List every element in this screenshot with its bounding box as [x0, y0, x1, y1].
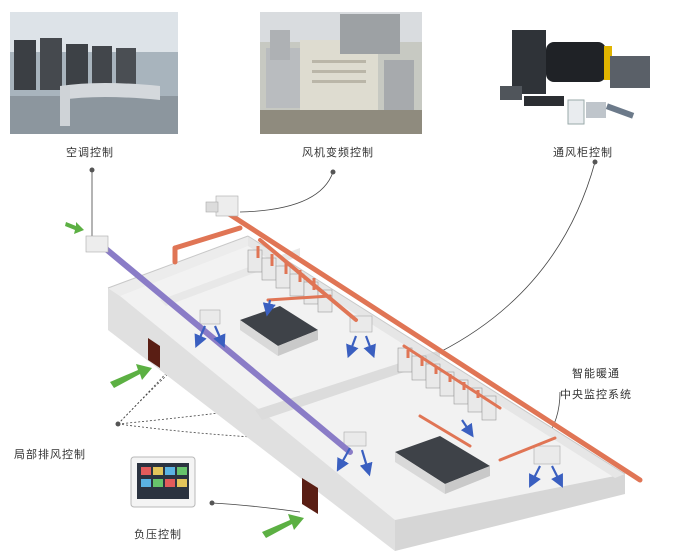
airflow-arrows	[194, 299, 563, 488]
photo-ac-units	[10, 12, 178, 134]
photo-cabinet-devices	[500, 30, 650, 125]
exhaust-duct	[172, 209, 643, 483]
label-fan-control: 风机变频控制	[302, 146, 374, 159]
label-local-exhaust: 局部排风控制	[14, 448, 86, 461]
lab-bench-lower	[395, 436, 490, 494]
entry-arrows	[65, 222, 304, 538]
building-floor	[107, 235, 626, 551]
label-hvac-line2: 中央监控系统	[560, 388, 632, 401]
supply-inlet-box	[85, 235, 109, 253]
air-units	[199, 309, 561, 465]
exhaust-duct-branches	[256, 246, 480, 398]
pressure-control-panel	[130, 456, 196, 508]
label-negative-pressure: 负压控制	[134, 528, 182, 541]
label-ac-control: 空调控制	[66, 146, 114, 159]
door-right	[302, 478, 318, 514]
fan-box	[205, 195, 239, 217]
label-hvac-line1: 智能暖通	[572, 367, 620, 380]
door-left	[148, 338, 160, 368]
connector-dots	[89, 159, 598, 506]
photo-fan-equipment	[260, 12, 422, 134]
label-cabinet-control: 通风柜控制	[553, 146, 613, 159]
lab-bench-upper	[240, 306, 318, 356]
